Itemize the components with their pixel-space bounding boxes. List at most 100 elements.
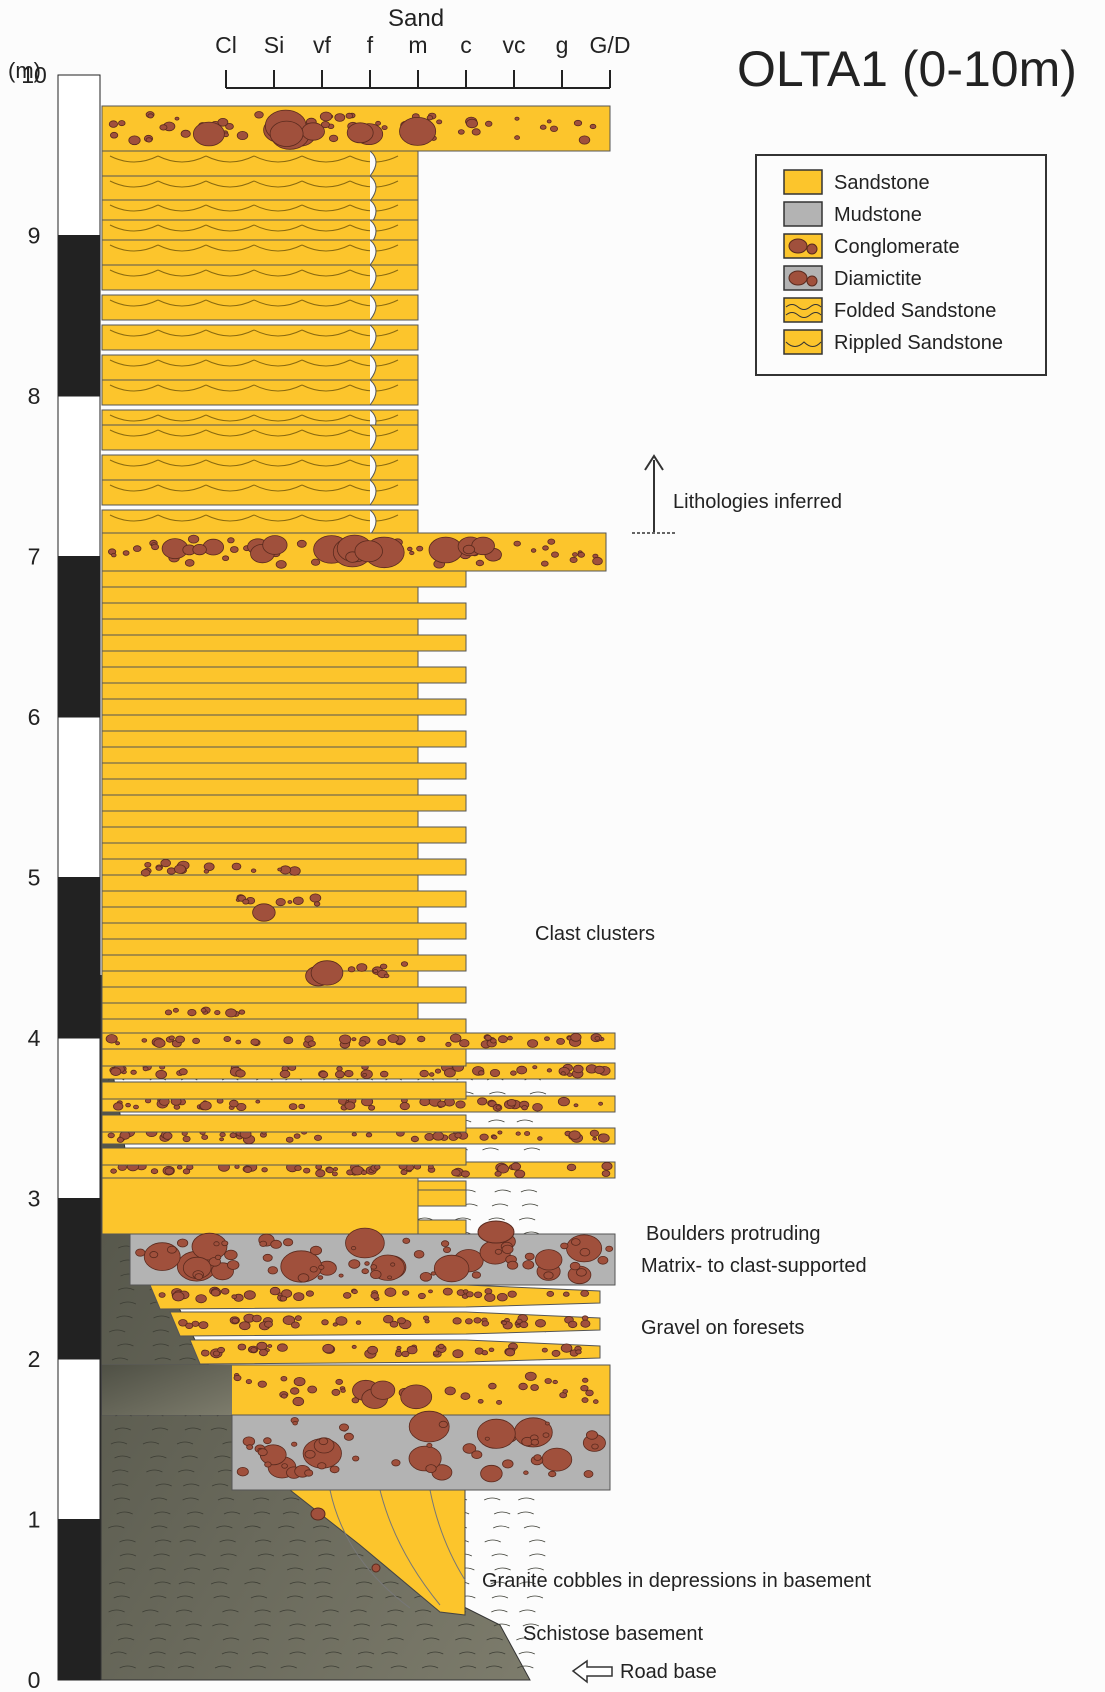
legend-ripple-icon — [785, 341, 822, 347]
schist-foliation — [353, 1623, 370, 1627]
clast-clusters-label: Clast clusters — [535, 923, 655, 945]
grain-size-label: m — [408, 32, 427, 58]
clast — [115, 1041, 120, 1046]
clast — [236, 1466, 249, 1477]
clast — [351, 1344, 357, 1349]
grain-size-header: Sand — [388, 5, 444, 32]
clast — [397, 1317, 406, 1325]
clast — [597, 1256, 609, 1265]
clast — [259, 1240, 268, 1247]
schist-foliation — [529, 1553, 546, 1557]
clast — [524, 1131, 531, 1136]
clast — [159, 124, 168, 131]
clast — [589, 1129, 600, 1137]
ripple-notch — [369, 264, 377, 291]
clast — [350, 1246, 357, 1251]
schist-foliation — [254, 1623, 271, 1627]
clast — [351, 1397, 360, 1404]
schist-foliation — [178, 1581, 196, 1585]
schist-foliation — [518, 1217, 536, 1221]
depth-tick-label: 2 — [28, 1346, 41, 1372]
arrow-head-icon — [644, 454, 664, 471]
schist-foliation — [113, 1497, 131, 1501]
clast — [543, 1271, 554, 1280]
clast — [592, 556, 603, 566]
clast — [255, 1099, 261, 1104]
schist-foliation — [489, 1651, 506, 1655]
clast — [252, 903, 276, 922]
clast — [360, 1170, 367, 1175]
clast — [178, 1068, 188, 1076]
schist-foliation — [257, 1553, 275, 1557]
clast — [291, 1441, 298, 1447]
clast — [530, 548, 537, 553]
clast — [225, 123, 234, 130]
clast — [105, 1034, 118, 1044]
clast — [287, 900, 293, 904]
basement-overlap — [102, 1365, 232, 1415]
clast — [400, 1169, 408, 1175]
clast — [432, 1131, 445, 1141]
sandstone-bed — [101, 746, 419, 764]
schist-foliation — [280, 1665, 297, 1669]
schist-foliation — [214, 1455, 231, 1459]
schist-foliation — [485, 1665, 503, 1669]
clast — [510, 1070, 517, 1076]
clast — [560, 1343, 573, 1353]
clast — [505, 1348, 516, 1357]
clast — [502, 1459, 514, 1469]
clast — [333, 1167, 339, 1172]
sandstone-bed — [101, 1147, 467, 1166]
clast — [557, 1096, 570, 1107]
granite-cobble — [310, 1507, 326, 1521]
clast — [551, 551, 559, 558]
clast — [133, 1104, 139, 1110]
sandstone-bed — [101, 714, 419, 732]
clast — [375, 120, 382, 126]
schist-foliation — [517, 1511, 534, 1515]
clast — [135, 1248, 146, 1257]
schist-foliation — [286, 1567, 304, 1571]
schist-foliation — [182, 1497, 199, 1501]
clast — [514, 135, 520, 140]
clast — [374, 1164, 381, 1170]
clast — [413, 1250, 425, 1259]
clast — [279, 1295, 287, 1302]
depth-unit-label: (m) — [8, 58, 41, 83]
clast — [451, 1168, 461, 1177]
clast — [570, 1238, 581, 1246]
clast — [437, 1343, 445, 1350]
clast — [290, 1387, 300, 1395]
schist-foliation — [518, 1651, 535, 1655]
schist-foliation — [387, 1609, 404, 1613]
clast — [562, 1389, 568, 1394]
grain-size-label: Si — [264, 32, 284, 58]
schist-foliation — [117, 1343, 134, 1347]
schist-foliation — [421, 1665, 439, 1669]
clast — [488, 1382, 497, 1390]
schist-foliation — [458, 1623, 475, 1627]
clast — [445, 1041, 452, 1047]
clast — [515, 1323, 521, 1328]
clast — [309, 1245, 322, 1256]
clast — [494, 1170, 502, 1177]
clast — [269, 120, 304, 147]
clast — [533, 1454, 542, 1461]
schist-foliation — [151, 1525, 168, 1529]
ripple-marks — [109, 429, 399, 437]
clast — [297, 1273, 310, 1283]
ripple-marks — [109, 299, 399, 307]
clast — [298, 1103, 306, 1110]
clast — [239, 1321, 251, 1331]
clast — [514, 116, 520, 121]
schist-foliation — [177, 1665, 195, 1669]
schist-foliation — [493, 1511, 511, 1515]
clast — [443, 1068, 456, 1078]
schist-foliation — [146, 1469, 163, 1473]
depth-tick-label: 3 — [28, 1186, 41, 1212]
schist-foliation — [251, 1651, 269, 1655]
clast — [307, 1040, 316, 1047]
clast — [408, 1410, 450, 1443]
clast — [488, 1347, 495, 1352]
clast — [303, 1167, 311, 1174]
